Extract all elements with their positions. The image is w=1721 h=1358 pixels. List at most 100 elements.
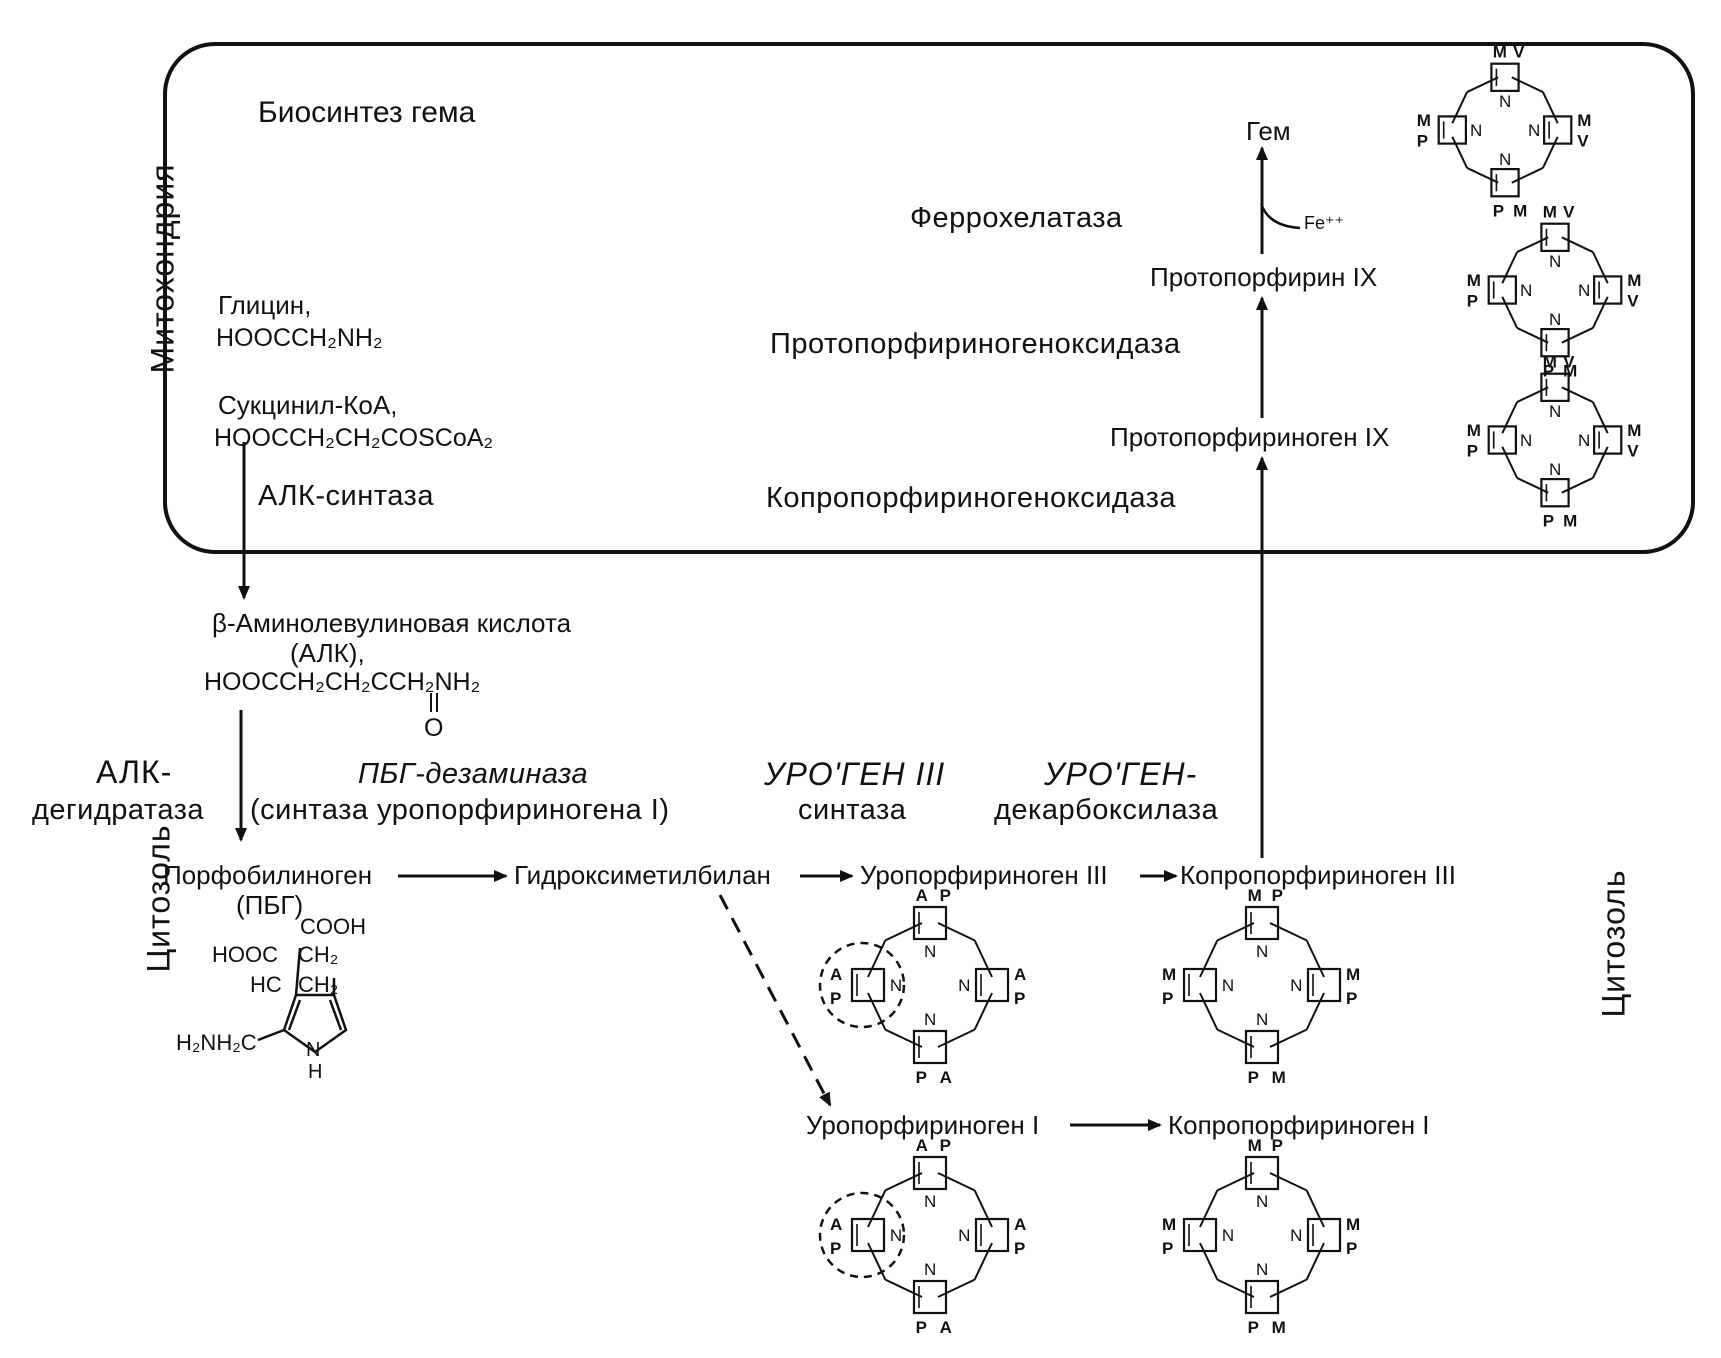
- svg-text:P: P: [1417, 131, 1428, 150]
- svg-text:M: M: [1162, 1215, 1176, 1234]
- svg-text:A: A: [940, 1068, 952, 1087]
- pbg-ch2-a: CH₂: [298, 942, 339, 967]
- svg-text:P: P: [1272, 886, 1283, 905]
- urogen3-ring-a-highlight: [818, 941, 906, 1029]
- svg-text:P: P: [830, 1239, 841, 1258]
- protoporphyrinogen-oxidase-label: Протопорфириногеноксидаза: [770, 328, 1181, 360]
- svg-text:M: M: [1467, 421, 1481, 440]
- svg-text:P: P: [1543, 361, 1554, 380]
- svg-text:N: N: [924, 1010, 936, 1029]
- pbg-ch2-b: CH₂: [298, 972, 339, 997]
- svg-text:P: P: [830, 989, 841, 1008]
- svg-text:V: V: [1627, 291, 1639, 310]
- svg-text:P: P: [916, 1068, 927, 1087]
- svg-text:N: N: [1256, 1192, 1268, 1211]
- svg-text:N: N: [1549, 460, 1561, 479]
- urogen-decarboxylase-line2: декарбоксилаза: [994, 794, 1219, 826]
- urogen-decarboxylase-line1: УРО'ГЕН-: [1044, 756, 1198, 792]
- protogen9-label: Протопорфириноген IX: [1110, 422, 1390, 452]
- svg-text:N: N: [890, 976, 902, 995]
- page-title: Биосинтез гема: [258, 96, 476, 129]
- svg-text:A: A: [1014, 1215, 1026, 1234]
- svg-text:M: M: [1248, 1136, 1262, 1155]
- svg-text:M: M: [1346, 1215, 1360, 1234]
- pbg-h: H: [308, 1061, 323, 1083]
- svg-text:N: N: [1578, 431, 1590, 450]
- svg-text:M: M: [1417, 111, 1431, 130]
- coprogen1-label: Копропорфириноген I: [1168, 1110, 1430, 1140]
- svg-text:M: M: [1346, 965, 1360, 984]
- urogen3-synthase-line2: синтаза: [798, 794, 907, 826]
- pbg-abbr: (ПБГ): [236, 890, 304, 920]
- pbg-deaminase-line2: (синтаза уропорфириногена I): [250, 794, 670, 826]
- pbg-hc: HC: [250, 972, 282, 997]
- svg-text:N: N: [924, 942, 936, 961]
- svg-text:N: N: [1549, 402, 1561, 421]
- svg-text:A: A: [830, 965, 842, 984]
- svg-text:M: M: [1563, 361, 1577, 380]
- svg-text:M: M: [1543, 353, 1557, 372]
- svg-text:M: M: [1272, 1318, 1286, 1337]
- svg-text:N: N: [1222, 1226, 1234, 1245]
- svg-text:M: M: [1467, 271, 1481, 290]
- svg-text:N: N: [1222, 976, 1234, 995]
- svg-text:P: P: [1467, 291, 1478, 310]
- svg-text:P: P: [1162, 989, 1173, 1008]
- svg-text:N: N: [1470, 121, 1482, 140]
- coprogen3-label: Копропорфириноген III: [1180, 860, 1456, 890]
- svg-text:M: M: [1493, 43, 1507, 62]
- svg-text:P: P: [1272, 1136, 1283, 1155]
- svg-text:N: N: [1499, 92, 1511, 111]
- svg-text:P: P: [1162, 1239, 1173, 1258]
- svg-text:A: A: [940, 1318, 952, 1337]
- coproporphyrinogen-oxidase-label: Копропорфириногеноксидаза: [766, 482, 1177, 514]
- fe-label: Fe⁺⁺: [1304, 213, 1345, 233]
- svg-text:V: V: [1563, 203, 1575, 222]
- pbg-deaminase-line1: ПБГ-дезаминаза: [358, 758, 589, 790]
- svg-text:P: P: [1543, 511, 1554, 530]
- svg-text:M: M: [1513, 201, 1527, 220]
- pbg-label: Порфобилиноген: [163, 860, 373, 890]
- svg-text:N: N: [1256, 1010, 1268, 1029]
- svg-text:N: N: [958, 1226, 970, 1245]
- svg-text:M: M: [1543, 203, 1557, 222]
- svg-text:P: P: [916, 1318, 927, 1337]
- svg-text:P: P: [1014, 1239, 1025, 1258]
- svg-text:P: P: [1346, 1239, 1357, 1258]
- pbg-n: N: [306, 1039, 321, 1061]
- svg-text:P: P: [1014, 989, 1025, 1008]
- pbg-pyrrole-ring: [257, 947, 348, 1054]
- svg-text:N: N: [890, 1226, 902, 1245]
- svg-text:P: P: [1248, 1068, 1259, 1087]
- alk-dehydratase-line2: дегидратаза: [32, 794, 205, 826]
- svg-text:P: P: [1467, 441, 1478, 460]
- svg-text:M: M: [1563, 511, 1577, 530]
- svg-text:A: A: [916, 886, 928, 905]
- ala-formula: HOOCCH₂CH₂CCH₂NH₂: [204, 668, 481, 696]
- svg-text:P: P: [1493, 201, 1504, 220]
- pbg-hooc: HOOC: [212, 942, 278, 967]
- svg-text:M: M: [1577, 111, 1591, 130]
- succinyl-formula: HOOCCH₂CH₂COSCoA₂: [214, 424, 494, 452]
- mitochondrion-box: [163, 42, 1695, 554]
- svg-text:V: V: [1563, 353, 1575, 372]
- urogen1-ring-a-highlight: [818, 1191, 906, 1279]
- svg-text:M: M: [1162, 965, 1176, 984]
- proto9-label: Протопорфирин IX: [1150, 262, 1378, 292]
- svg-text:N: N: [1528, 121, 1540, 140]
- svg-text:V: V: [1577, 131, 1589, 150]
- hmb-label: Гидроксиметилбилан: [514, 860, 771, 890]
- glycine-formula: HOOCCH₂NH₂: [216, 324, 383, 352]
- svg-text:A: A: [1014, 965, 1026, 984]
- svg-text:A: A: [830, 1215, 842, 1234]
- svg-text:P: P: [1346, 989, 1357, 1008]
- svg-text:A: A: [916, 1136, 928, 1155]
- alk-synthase-label: АЛК-синтаза: [258, 480, 434, 512]
